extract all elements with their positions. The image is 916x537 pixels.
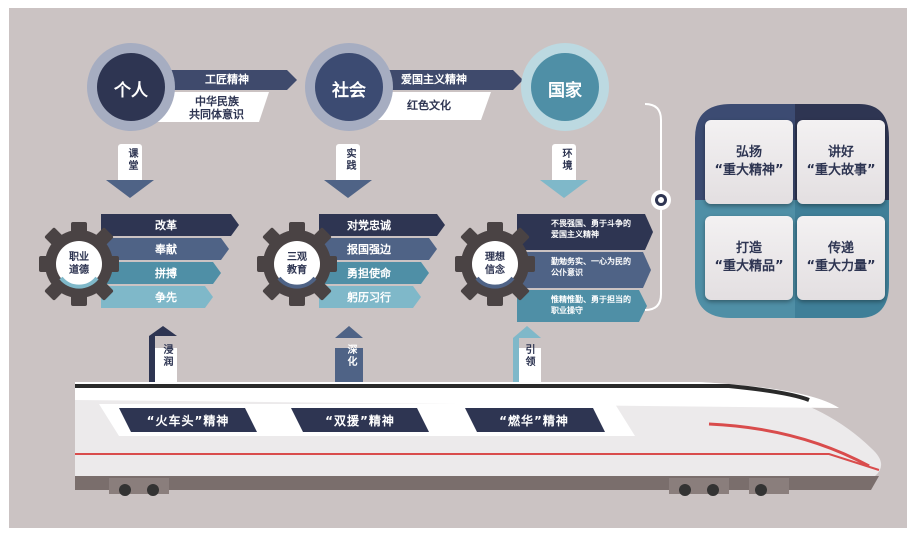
item-1-1: 改革 [155, 219, 177, 232]
item-1-4: 争先 [155, 291, 177, 304]
gear-label-3: 理想信念 [485, 252, 505, 276]
connector-label-2: 实践 [344, 148, 355, 172]
connector-chevron-2 [324, 144, 372, 198]
train-plate-1: “火车头”精神 [146, 413, 230, 428]
circle-label-society: 社会 [332, 81, 366, 101]
tile-deliver-verb: 传递 [827, 241, 854, 256]
item-1-3: 拼搏 [155, 267, 177, 280]
top-banner-shape-1 [149, 70, 297, 90]
tile-create: 打造 “重大精品” [705, 216, 793, 300]
item-2-2: 报国强边 [347, 243, 391, 256]
circle-core-2 [315, 53, 383, 121]
item-1-2: 奉献 [155, 243, 177, 256]
item-3-1: 不畏强国、勇于斗争的爱国主义精神 [551, 219, 631, 239]
item-2-1: 对党忠诚 [347, 219, 391, 232]
sub-banner-1-line2: 共同体意识 [189, 108, 244, 121]
gear-3 [455, 222, 535, 306]
item-3-3: 惟精惟勤、勇于担当的职业操守 [551, 295, 631, 315]
arrow-label-3: 引领 [523, 344, 534, 368]
up-arrow-2 [335, 326, 363, 388]
up-arrow-1 [149, 326, 177, 388]
top-banner-2: 爱国主义精神 [401, 73, 467, 86]
top-banner-1: 工匠精神 [205, 73, 249, 86]
sub-banner-shape-2 [367, 92, 491, 120]
tile-promote-verb: 弘扬 [735, 145, 762, 160]
gear-label-1: 职业道德 [69, 252, 89, 276]
tile-create-object: “重大精品” [714, 259, 784, 274]
tile-tell-verb: 讲好 [827, 145, 854, 160]
connector-chevron-3 [540, 144, 588, 198]
item-2-4: 躬历习行 [347, 291, 391, 304]
sub-banner-2: 红色文化 [407, 99, 451, 112]
arrow-label-2: 深化 [345, 344, 356, 368]
gear-label-2: 三观教育 [287, 252, 307, 276]
top-banner-shape-2 [367, 70, 523, 90]
circle-label-nation: 国家 [548, 81, 582, 101]
tile-tell: 讲好 “重大故事” [797, 120, 885, 204]
item-2-3: 勇担使命 [347, 267, 391, 280]
sub-banner-shape-1 [149, 92, 269, 122]
up-arrow-3 [513, 326, 541, 388]
tile-promote-object: “重大精神” [714, 163, 784, 178]
gear-1 [39, 222, 119, 306]
gear-2 [257, 222, 337, 306]
tile-promote: 弘扬 “重大精神” [705, 120, 793, 204]
diagram-canvas: 个人 社会 国家 工匠精神 中华民族 共同体意识 爱国主义精神 红色文化 课堂 … [9, 8, 907, 528]
connector-chevron-1 [106, 144, 154, 198]
circle-label-individual: 个人 [114, 81, 148, 101]
connector-label-3: 环境 [560, 148, 571, 172]
train-plate-3: “燃华”精神 [499, 413, 569, 428]
item-3-2: 勤勉务实、一心为民的公仆意识 [551, 257, 631, 277]
arrow-label-1: 浸润 [161, 344, 172, 368]
train-plate-2: “双援”精神 [325, 413, 395, 428]
train [75, 382, 882, 496]
circle-core-3 [531, 53, 599, 121]
tile-deliver: 传递 “重大力量” [797, 216, 885, 300]
tile-tell-object: “重大故事” [806, 163, 876, 178]
tile-create-verb: 打造 [735, 241, 762, 256]
connector-label-1: 课堂 [126, 148, 137, 172]
circle-core-1 [97, 53, 165, 121]
tile-deliver-object: “重大力量” [806, 259, 876, 274]
sub-banner-1-line1: 中华民族 [195, 95, 239, 108]
